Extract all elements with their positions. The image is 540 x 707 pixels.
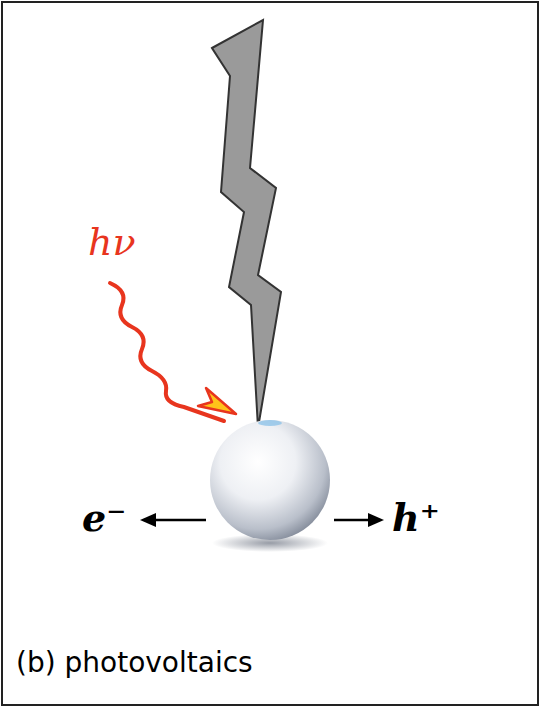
photon-label: hν <box>88 222 136 264</box>
contact-point <box>258 420 282 426</box>
panel-caption: (b) photovoltaics <box>16 648 253 679</box>
hole-arrow <box>334 519 372 522</box>
photon-arrowhead <box>198 388 236 414</box>
electron-arrow <box>152 519 206 522</box>
photon-wave <box>110 283 224 421</box>
hole-label: h⁺ <box>392 497 440 539</box>
nanoparticle-sphere <box>210 420 330 540</box>
electron-label: e⁻ <box>82 497 126 539</box>
electron-arrowhead <box>140 513 156 527</box>
lightning-bolt <box>212 20 281 428</box>
hole-arrowhead <box>368 513 384 527</box>
